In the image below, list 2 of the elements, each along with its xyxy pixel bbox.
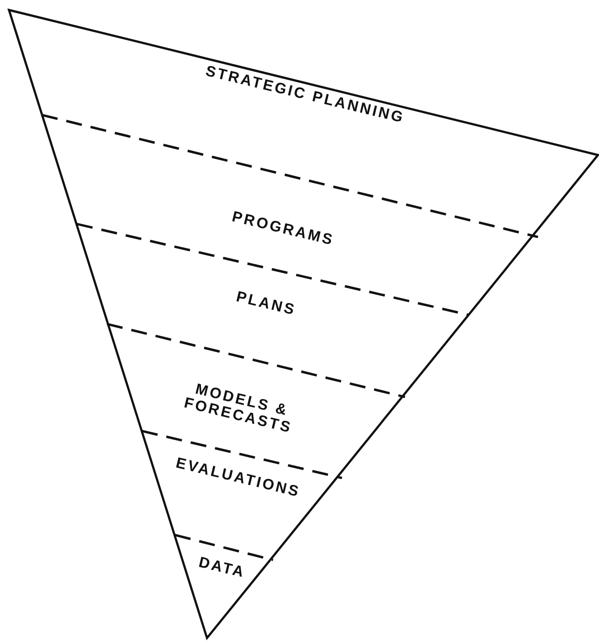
tier-label: DATA [186,552,258,584]
tier-label: PLANS [220,286,312,322]
